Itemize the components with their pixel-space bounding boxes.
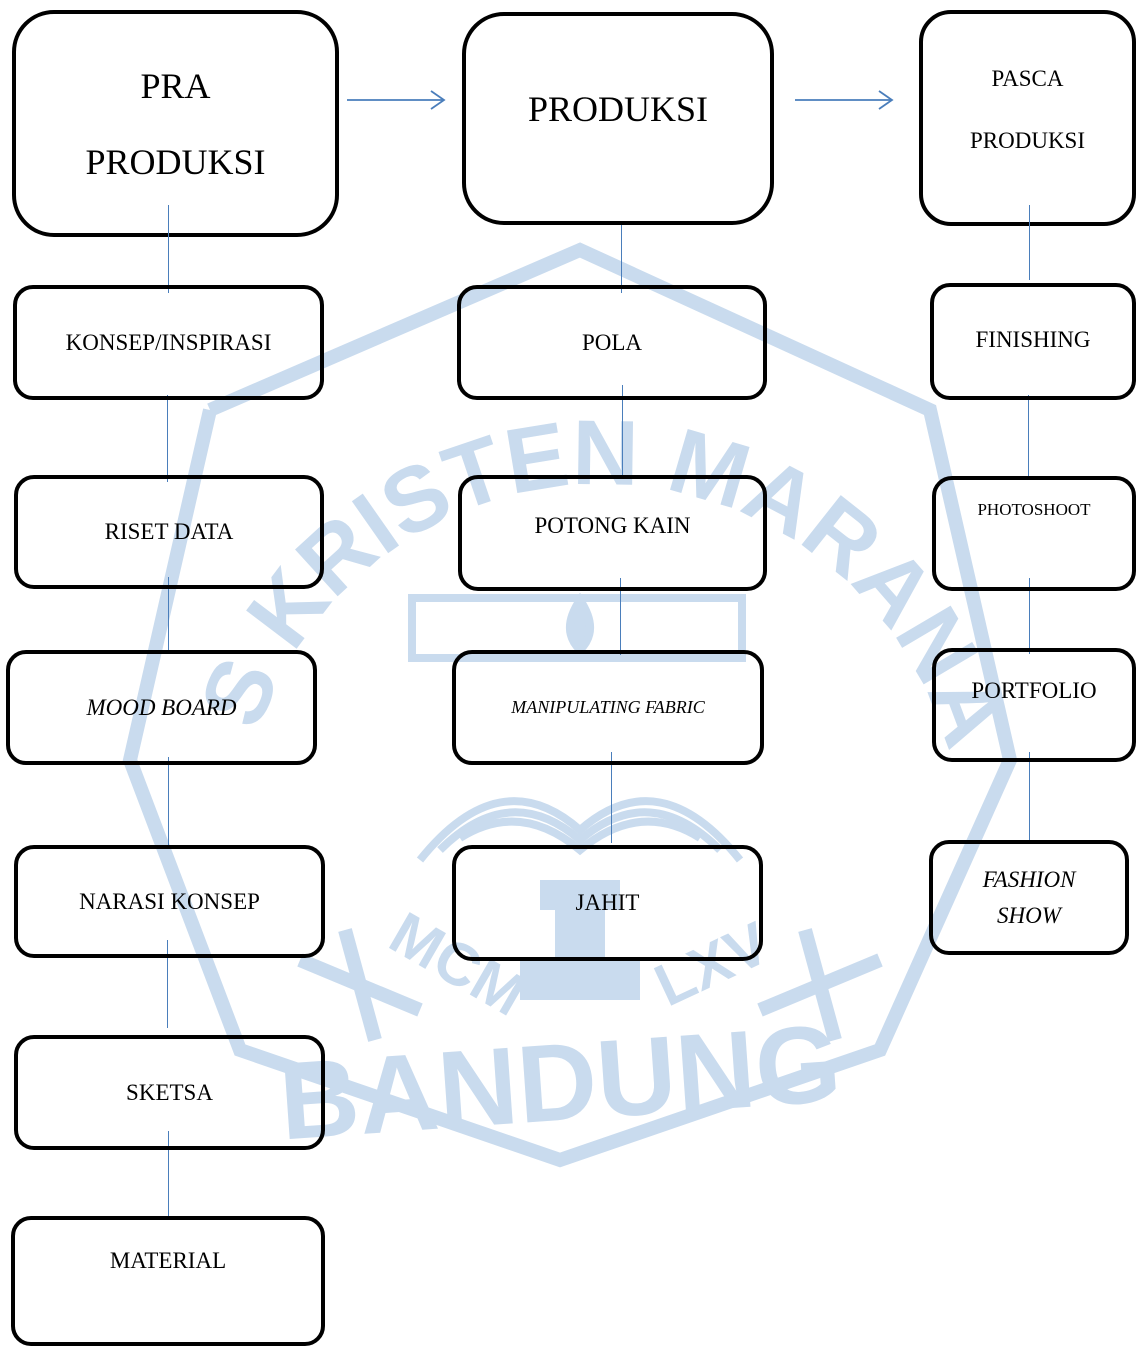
arrow-pra-to-produksi xyxy=(347,90,446,110)
step-manipulating-fabric-label: MANIPULATING FABRIC xyxy=(511,697,705,717)
connector-pra-1 xyxy=(168,205,169,293)
step-potong-kain: POTONG KAIN xyxy=(458,475,767,591)
step-sketsa-label: SKETSA xyxy=(126,1079,213,1105)
connector-pra-5 xyxy=(167,940,168,1028)
step-mood-board: MOOD BOARD xyxy=(6,650,317,765)
step-photoshoot-label: PHOTOSHOOT xyxy=(977,500,1091,519)
step-photoshoot: PHOTOSHOOT xyxy=(932,476,1136,591)
header-produksi-line1: PRODUKSI xyxy=(527,89,709,129)
step-konsep-inspirasi-label: KONSEP/INSPIRASI xyxy=(65,329,272,355)
step-material: MATERIAL xyxy=(11,1216,325,1346)
step-material-label: MATERIAL xyxy=(109,1248,227,1273)
header-produksi: PRODUKSI xyxy=(462,12,774,225)
step-pola: POLA xyxy=(457,285,767,400)
step-sketsa: SKETSA xyxy=(14,1035,325,1150)
step-riset-data-label: RISET DATA xyxy=(104,519,234,544)
step-konsep-inspirasi: KONSEP/INSPIRASI xyxy=(13,285,324,400)
connector-pasca-4 xyxy=(1029,752,1030,844)
connector-pasca-3 xyxy=(1029,578,1030,654)
header-pra-produksi: PRA PRODUKSI xyxy=(12,10,339,237)
connector-produksi-1 xyxy=(621,225,622,293)
connector-produksi-3 xyxy=(620,578,621,655)
header-pasca-line1: PASCA xyxy=(991,66,1064,91)
watermark-bottom-text: BANDUNG xyxy=(275,1002,844,1164)
step-portfolio: PORTFOLIO xyxy=(932,648,1136,762)
header-pra-line1: PRA xyxy=(140,65,211,106)
header-pasca-line2: PRODUKSI xyxy=(969,128,1086,153)
connector-pra-2 xyxy=(167,395,168,482)
step-jahit: JAHIT xyxy=(452,845,763,961)
step-jahit-label: JAHIT xyxy=(575,890,640,915)
step-pola-label: POLA xyxy=(581,329,643,355)
header-pasca-produksi: PASCA PRODUKSI xyxy=(919,10,1136,226)
step-mood-board-label: MOOD BOARD xyxy=(86,694,237,720)
header-pra-line2: PRODUKSI xyxy=(85,141,266,182)
connector-pra-3 xyxy=(168,577,169,654)
connector-produksi-4 xyxy=(611,752,612,843)
step-narasi-konsep-label: NARASI KONSEP xyxy=(79,888,260,914)
step-manipulating-fabric: MANIPULATING FABRIC xyxy=(452,650,764,765)
step-fashion-show-line2: SHOW xyxy=(997,902,1061,928)
step-riset-data: RISET DATA xyxy=(14,475,324,589)
connector-pasca-1 xyxy=(1029,205,1030,280)
step-potong-kain-label: POTONG KAIN xyxy=(534,513,691,538)
step-portfolio-label: PORTFOLIO xyxy=(971,678,1097,703)
step-narasi-konsep: NARASI KONSEP xyxy=(14,845,325,958)
step-fashion-show: FASHION SHOW xyxy=(929,840,1129,955)
connector-pra-6 xyxy=(168,1131,169,1219)
arrow-produksi-to-pasca xyxy=(795,90,894,110)
connector-pasca-2 xyxy=(1028,395,1029,478)
step-fashion-show-line1: FASHION xyxy=(982,866,1076,892)
step-finishing-label: FINISHING xyxy=(975,327,1091,352)
step-finishing: FINISHING xyxy=(930,283,1136,400)
watermark-cross-right-icon xyxy=(757,928,883,1042)
connector-pra-4 xyxy=(168,757,169,845)
connector-produksi-2 xyxy=(622,385,623,476)
